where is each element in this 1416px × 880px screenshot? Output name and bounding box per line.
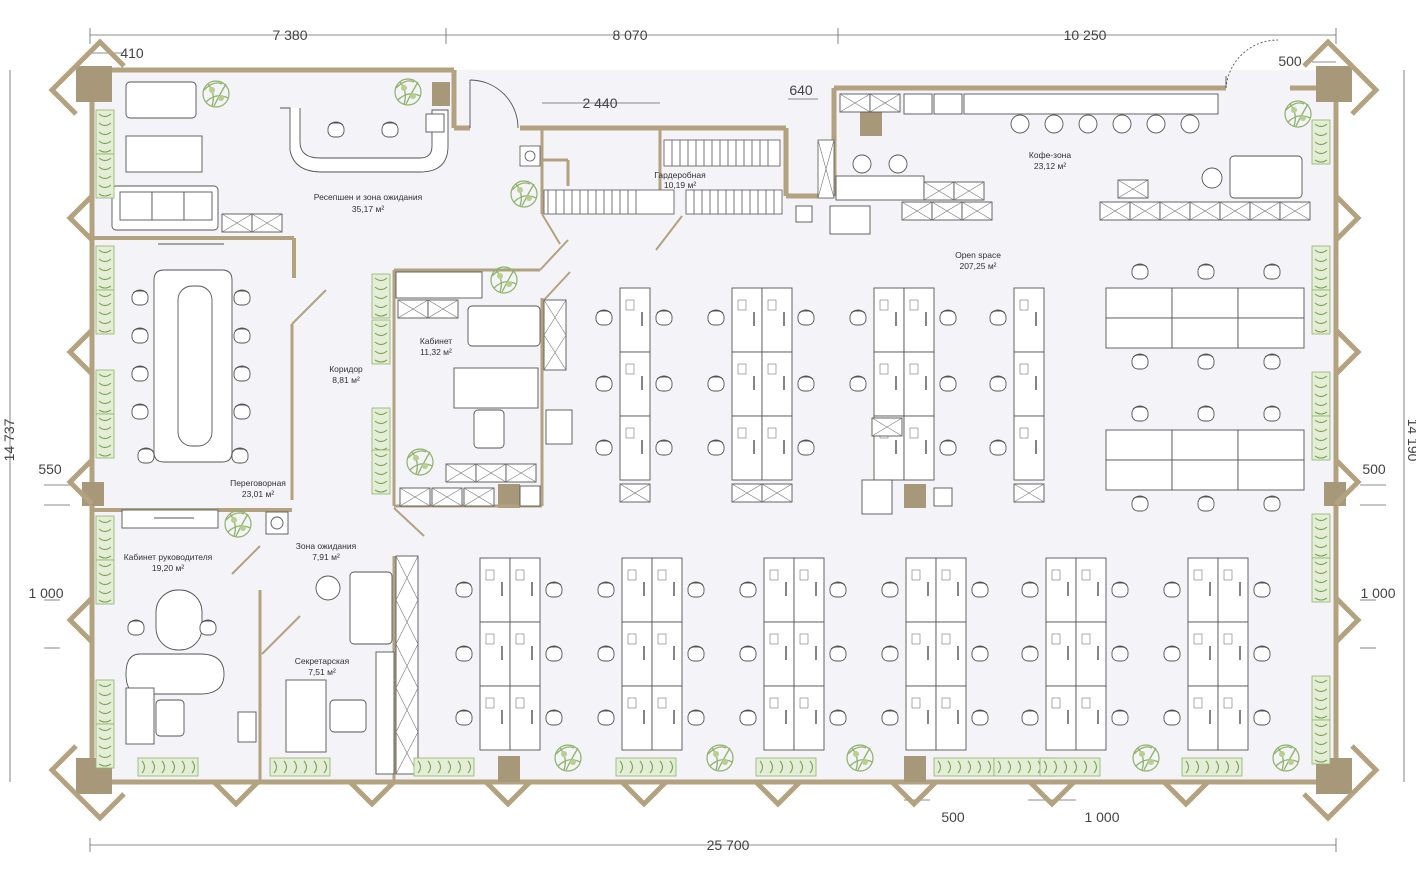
dim-top-2: 8 070 [612,27,647,43]
room-area-wardrobe: 10,19 м² [664,180,696,190]
plant-hedge [371,449,391,495]
dim-left-height: 14 737 [1,418,17,461]
dim-top-1: 7 380 [272,27,307,43]
room-name-reception: Ресепшен и зона ожидания [314,192,423,202]
floor-area [92,70,1336,782]
meeting-room-furniture [121,243,251,529]
plant-hedge [371,273,391,319]
dim-left-1000: 1 000 [28,585,63,601]
left-window-bays [70,196,92,642]
right-window-bays [1336,196,1358,642]
plant-hedge [371,319,391,365]
room-area-secretary: 7,51 м² [308,667,336,677]
dim-right-height: 14 190 [1405,419,1416,462]
open-space-cabinets [619,417,1045,515]
dim-bottom-total: 25 700 [707,837,750,853]
columns [76,66,1352,794]
room-name-secretary: Секретарская [295,656,350,666]
room-name-corridor: Коридор [329,364,363,374]
room-name-wardrobe: Гардеробная [654,170,706,180]
corner-bays [48,38,1380,822]
office-cabinet-furniture [395,271,573,507]
room-area-reception: 35,17 м² [352,204,384,214]
reception-furniture [111,81,449,231]
room-name-director: Кабинет руководителя [124,552,213,562]
room-name-cabinet: Кабинет [420,336,452,346]
coffee-zone-furniture [795,93,1311,235]
dim-right-500: 500 [1362,461,1386,477]
reception-cabinet [221,213,253,233]
dim-2440: 2 440 [582,95,617,111]
dim-410: 410 [120,45,144,61]
waiting-secretary-furniture [265,511,419,775]
room-name-open-space: Open space [955,250,1001,260]
room-labels: Ресепшен и зона ожидания 35,17 м² Гардер… [124,150,1072,677]
room-area-coffee: 23,12 м² [1034,161,1066,171]
wardrobe-racks [519,139,835,215]
room-area-meeting: 23,01 м² [242,489,274,499]
reception-cabinet-2 [251,213,283,233]
room-area-cabinet: 11,32 м² [420,347,452,357]
room-name-coffee: Кофе-зона [1029,150,1071,160]
dim-500-top: 500 [1278,53,1302,69]
room-area-director: 19,20 м² [152,563,184,573]
dim-bottom-500: 500 [941,809,965,825]
open-space-right-desks [1105,287,1305,491]
room-area-waiting: 7,91 м² [312,552,340,562]
dimension-lines [9,28,1405,852]
room-area-corridor: 8,81 м² [332,375,360,385]
room-name-waiting: Зона ожидания [296,541,357,551]
dim-top-3: 10 250 [1064,27,1107,43]
room-area-open-space: 207,25 м² [959,261,996,271]
bottom-window-bays [214,782,1208,804]
dim-right-1000: 1 000 [1360,585,1395,601]
dim-left-550: 550 [38,461,62,477]
director-office-furniture [125,589,257,745]
entrance-door[interactable] [469,39,1279,129]
dim-bottom-1000: 1 000 [1084,809,1119,825]
room-name-meeting: Переговорная [230,478,286,488]
dim-640: 640 [789,82,813,98]
plant-hedge [371,407,391,453]
